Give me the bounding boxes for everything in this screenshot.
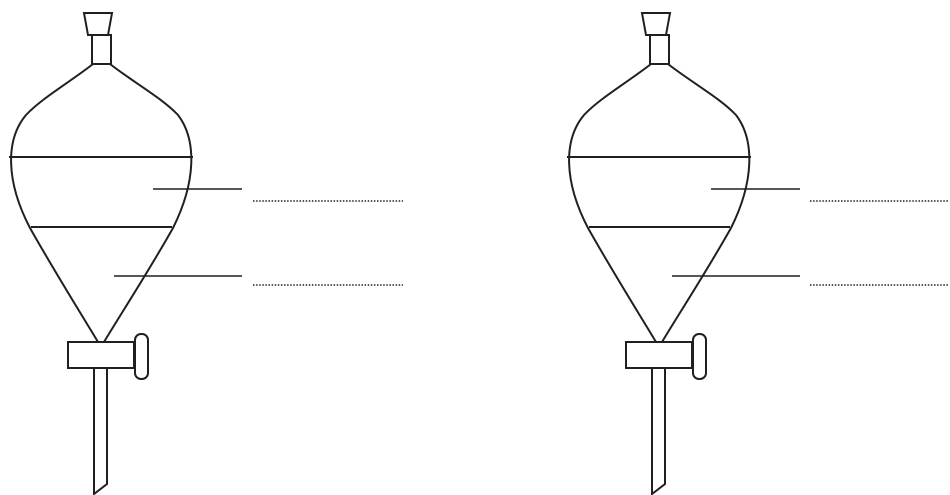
separating-funnel-left	[8, 12, 403, 495]
separating-funnel-right	[566, 12, 949, 495]
funnel-outline-left	[8, 12, 194, 495]
funnel-outline-right	[566, 12, 752, 495]
